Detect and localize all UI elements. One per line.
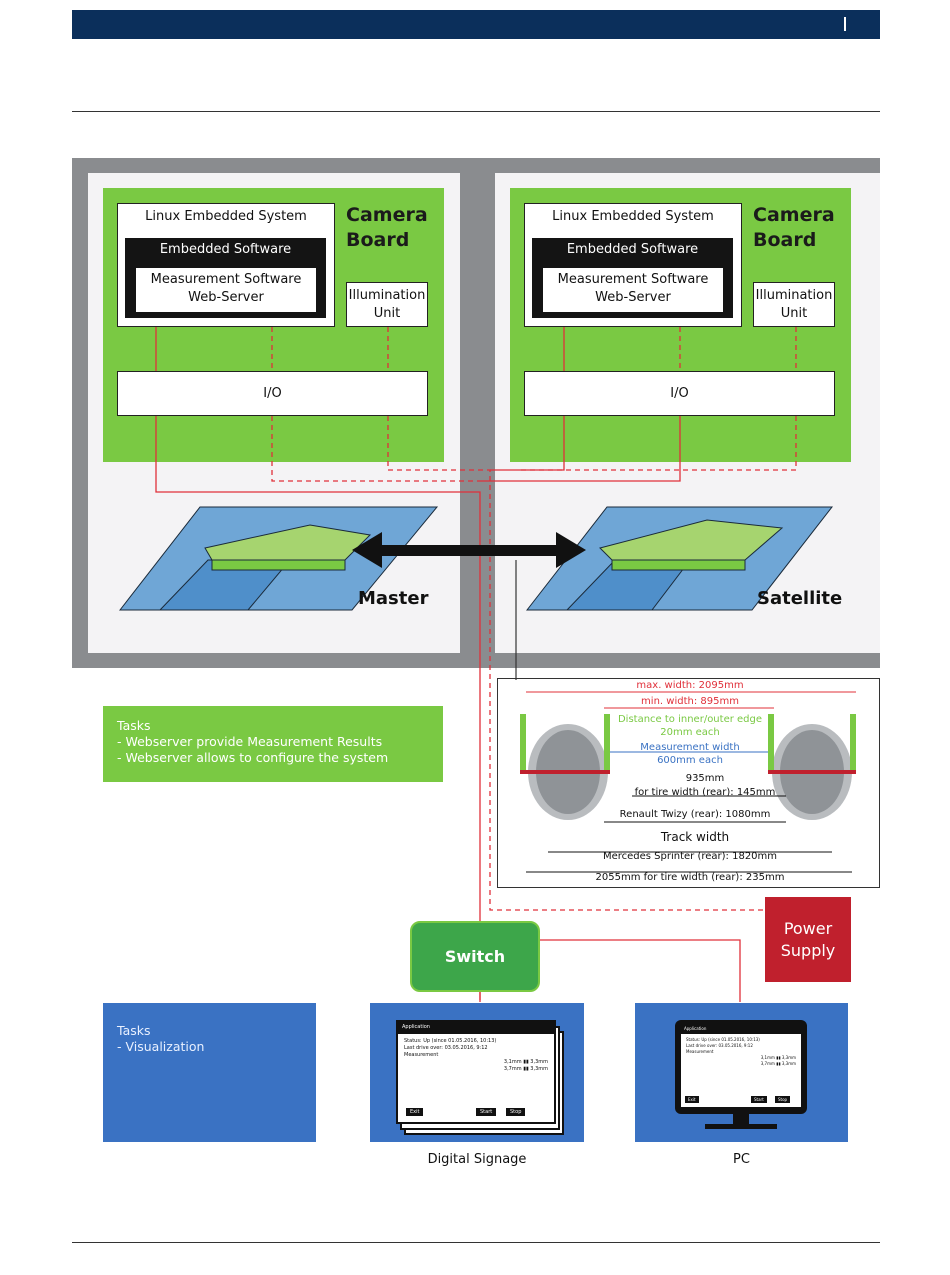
signage-exit-button[interactable]: Exit [406,1108,424,1116]
signage-v1b: 3,3mm [530,1059,548,1065]
master-board-word: Board [346,229,410,251]
signage-start-button[interactable]: Start [476,1108,497,1116]
switch-box: Switch [410,921,540,992]
pc-v2a: 3,7mm [760,1061,775,1066]
tires [520,714,856,820]
task-item: - Visualization [117,1039,205,1054]
pc-start-button[interactable]: Start [751,1096,767,1103]
meas-line1: Measurement width [640,742,740,753]
master-measurement-label: Measurement Software [150,272,302,287]
min-width-label: min. width: 895mm [641,696,739,707]
master-label: Master [358,588,429,609]
pc-status: Status: Up (since 01.05.2016, 10:13) [686,1037,760,1042]
switch-label: Switch [444,947,506,966]
dimension-lines [526,691,856,873]
master-ramp [118,506,439,611]
monitor-stand [705,1124,777,1129]
track-width-box [497,678,880,888]
master-webserver-label: Web-Server [188,290,264,305]
track-width-title: Track width [660,830,730,844]
max-width-label: max. width: 2095mm [636,680,744,691]
tasks-title: Tasks [117,1023,151,1038]
tire145-label: 935mm for tire width (rear): 145mm [630,772,780,800]
pc-v1b: 3,3mm [781,1055,796,1060]
power-line1: Power [783,918,833,938]
tasks-title: Tasks [117,718,151,733]
satellite-embedded-label: Embedded Software [566,242,699,257]
double-arrow [352,532,586,568]
tire145: for tire width (rear): 145mm [634,787,776,798]
master-illum-line2: Unit [373,306,401,321]
power-supply: Power Supply [765,897,851,982]
pc-v1a: 3,1mm [760,1055,775,1060]
task-item: - Webserver provide Measurement Results [117,734,383,749]
satellite-board-word: Board [753,229,817,251]
signage-v2a: 3,7mm [503,1066,522,1072]
satellite-measurement-box: Measurement Software Web-Server [543,268,723,312]
signage-title: Application [398,1022,554,1034]
tasks-visualization: Tasks - Visualization [103,1003,316,1142]
edge-line1: Distance to inner/outer edge [617,714,763,725]
meas-line2: 600mm each [657,755,723,766]
satellite-ramp [525,506,834,611]
twizy-label: Renault Twizy (rear): 1080mm [619,809,771,820]
digital-signage-caption: Digital Signage [427,1152,527,1167]
master-io-label: I/O [263,385,282,401]
tasks-webserver: Tasks - Webserver provide Measurement Re… [103,706,443,782]
top-rule [72,111,880,112]
satellite-webserver-label: Web-Server [595,290,671,305]
task-item: - Webserver allows to configure the syst… [117,750,389,765]
pc-stop-button[interactable]: Stop [775,1096,791,1103]
master-measurement-box: Measurement Software Web-Server [136,268,316,312]
satellite-io-label: I/O [670,385,689,401]
pc-measurement: Measurement [686,1049,714,1054]
bottom-rule [72,1242,880,1243]
power-line2: Supply [780,940,836,960]
w2055-label: 2055mm for tire width (rear): 235mm [595,872,785,883]
satellite-linux-label: Linux Embedded System [552,209,714,224]
pc-window: Application Status: Up (since 01.05.2016… [681,1025,801,1107]
w935: 935mm [685,773,725,784]
satellite-camera-title: Camera Board [753,203,835,253]
signage-v2b: 3,3mm [530,1066,548,1072]
edge-distance-label: Distance to inner/outer edge 20mm each [610,713,770,739]
sprinter-label: Mercedes Sprinter (rear): 1820mm [602,851,778,862]
satellite-illum-line1: Illumination [755,288,833,303]
pc-caption: PC [733,1152,750,1167]
satellite-measurement-label: Measurement Software [557,272,709,287]
signage-window: Application Status: Up (since 01.05.2016… [396,1020,556,1124]
satellite-illum-line2: Unit [780,306,808,321]
master-embedded-label: Embedded Software [159,242,292,257]
master-linux-label: Linux Embedded System [145,209,307,224]
edge-line2: 20mm each [660,727,720,738]
measurement-width-label: Measurement width 600mm each [620,741,760,767]
signage-v1a: 3,1mm [503,1059,522,1065]
master-camera-word: Camera [346,204,428,226]
monitor-neck [733,1114,749,1126]
pc-title: Application [681,1025,801,1034]
header-bar [72,10,880,39]
pc-last: Last drive over: 03.05.2016, 9:12 [686,1043,753,1048]
signage-stop-button[interactable]: Stop [506,1108,526,1116]
satellite-camera-word: Camera [753,204,835,226]
pc-v2b: 3,3mm [781,1061,796,1066]
master-illum-line1: Illumination [348,288,426,303]
page-marker [844,17,846,31]
master-camera-title: Camera Board [346,203,428,253]
master-illumination-box: Illumination Unit [346,282,428,327]
master-io-box: I/O [117,371,428,416]
pc-exit-button[interactable]: Exit [685,1096,699,1103]
signage-measurement: Measurement [404,1052,439,1058]
satellite-io-box: I/O [524,371,835,416]
satellite-illumination-box: Illumination Unit [753,282,835,327]
signage-status: Status: Up (since 01.05.2016, 10:13) [404,1038,497,1044]
satellite-label: Satellite [757,588,843,609]
signage-last: Last drive over: 03.05.2016, 9:12 [404,1045,488,1051]
